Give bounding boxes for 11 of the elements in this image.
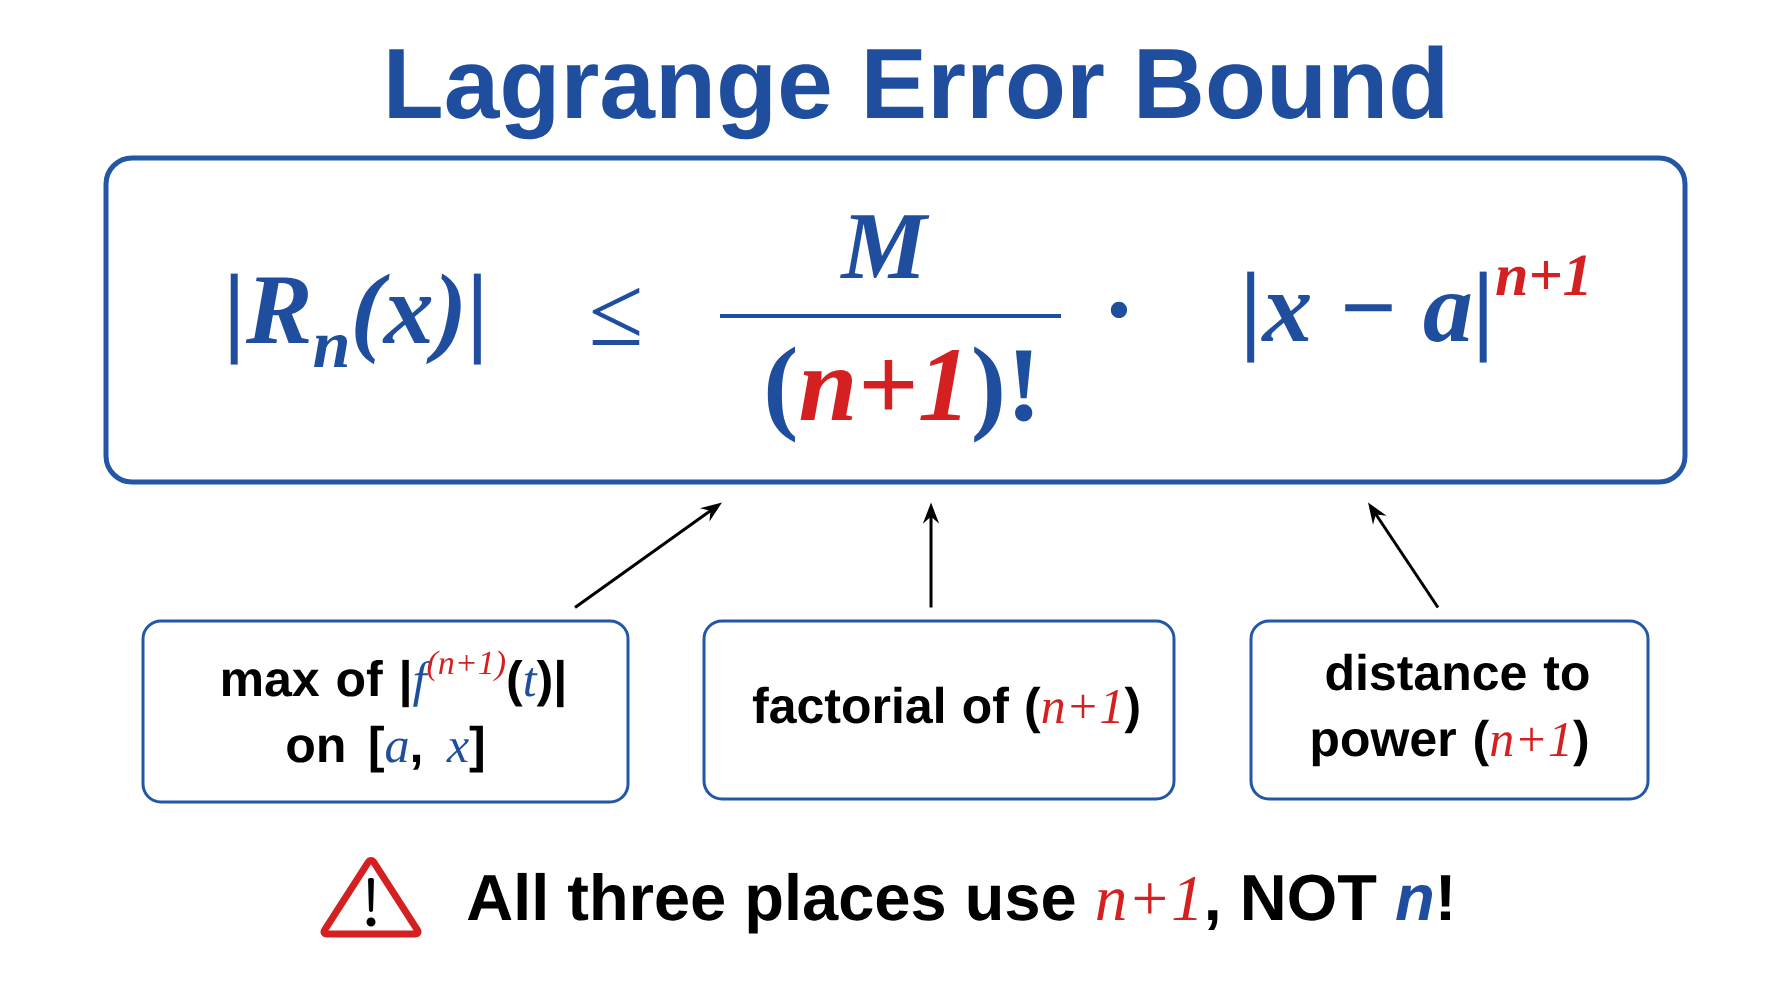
callout-box: max of |f$^{(n+1)}$(t)| on [a, x] — [141, 619, 630, 804]
fraction-denominator: (n+1)! — [767, 346, 1033, 443]
math-expression: |x − a|$^{n+1}$ — [1247, 255, 1587, 363]
callout-box: distance to power (n+1) — [1249, 619, 1650, 801]
title: Lagrange Error Bound — [389, 45, 1443, 140]
inequality-sign: ≤ — [592, 287, 640, 345]
fraction-numerator: M — [840, 215, 930, 278]
warning-note: All three places use n+1, NOT n! — [467, 872, 1451, 934]
math-expression: |R$_{n}$(x)| — [230, 273, 481, 367]
multiplication-dot: · — [1110, 301, 1128, 319]
callout-box: factorial of (n+1) — [702, 619, 1176, 801]
